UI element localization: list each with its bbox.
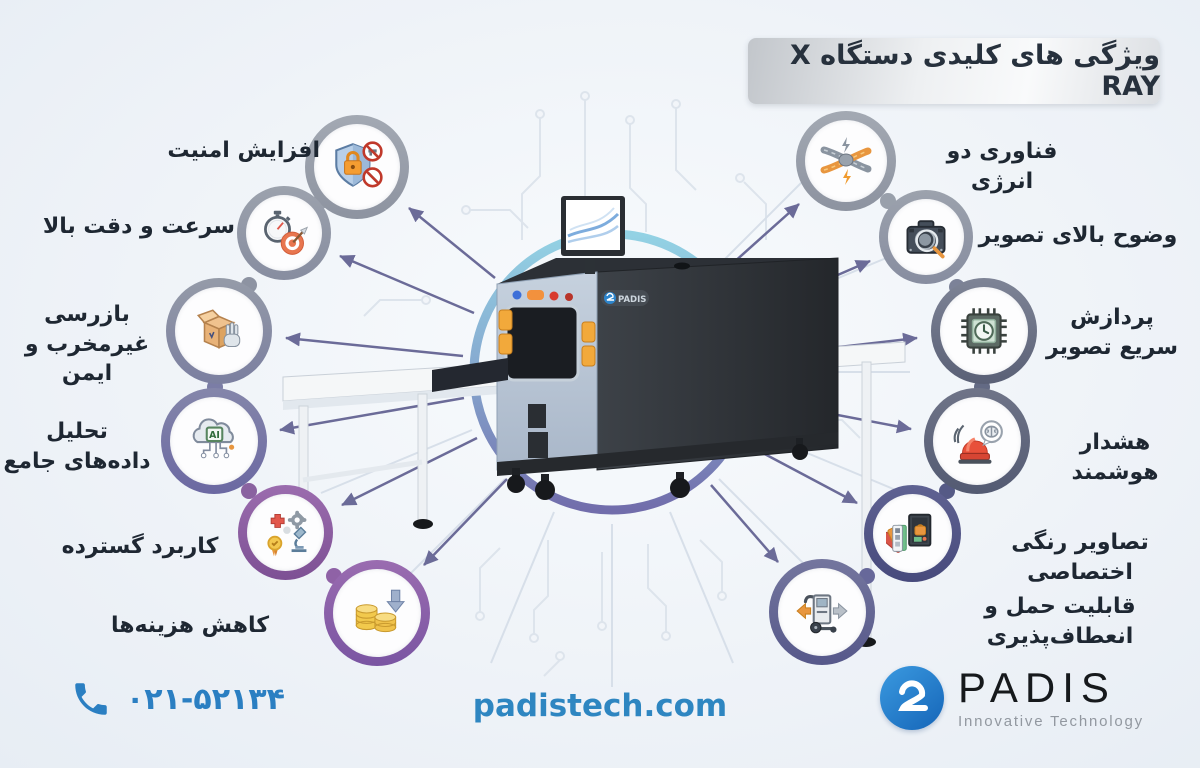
package-inspection-icon (196, 309, 241, 349)
shield-security-icon (335, 141, 383, 188)
title-banner: ویژگی های کلیدی دستگاه X RAY (748, 38, 1160, 104)
brand-tagline: Innovative Technology (958, 712, 1144, 730)
feature-label-clarity: وضوح بالای تصویر (978, 223, 1178, 248)
website-url: padistech.com (472, 688, 728, 724)
color-imaging-icon (885, 513, 931, 553)
brand-logo: PADIS Innovative Technology (880, 666, 1144, 730)
feature-circle-analysis: AI (161, 388, 267, 494)
cost-reduction-icon (355, 589, 406, 633)
feature-label-processing: پردازش سریع تصویر (1046, 305, 1178, 360)
feature-circle-cost (324, 560, 430, 666)
feature-circle-color-imaging (864, 485, 961, 582)
feature-label-analysis: تحلیل داده‌های جامع (3, 419, 151, 474)
feature-label-dual-energy: فناوری دو انرژی (946, 139, 1058, 194)
feature-label-cost: کاهش هزینه‌ها (110, 613, 270, 638)
brand-logo-mark (880, 666, 944, 730)
feature-circle-alert (924, 388, 1030, 494)
feature-label-security: افزایش امنیت (167, 138, 320, 163)
padis-swirl-icon (898, 680, 928, 711)
brand-name: PADIS (958, 664, 1116, 712)
image-clarity-icon (906, 220, 946, 259)
dual-energy-icon (820, 137, 872, 185)
stopwatch-accuracy-icon (264, 210, 309, 255)
page-title: ویژگی های کلیدی دستگاه X RAY (789, 40, 1160, 102)
phone-icon (75, 683, 107, 715)
feature-circle-clarity (879, 190, 973, 284)
feature-circle-speed (237, 186, 331, 280)
feature-circle-portability (769, 559, 875, 665)
chain-connector (241, 483, 257, 499)
portability-icon (796, 594, 848, 634)
feature-label-portability: قابلیت حمل و انعطاف‌پذیری (984, 594, 1136, 649)
feature-label-speed: سرعت و دقت بالا (42, 214, 235, 239)
feature-label-inspection: بازرسی غیرمخرب و ایمن (24, 302, 150, 387)
feature-label-color-imaging: تصاویر رنگی اختصاصی (1011, 530, 1149, 585)
x-ray-machine: PADIS (282, 196, 906, 647)
feature-label-applications: کاربرد گسترده (61, 534, 219, 559)
svg-text:AI: AI (209, 430, 220, 441)
ai-data-analysis-icon: AI (192, 418, 235, 459)
feature-circle-security (305, 115, 409, 219)
feature-circle-inspection (166, 278, 272, 384)
fast-processing-icon (961, 308, 1007, 354)
machine-brand-logo: PADIS (601, 290, 649, 306)
smart-alarm-icon (953, 420, 1003, 464)
wide-application-icon (266, 510, 306, 556)
feature-label-alert: هشدار هوشمند (1071, 430, 1159, 485)
feature-circle-processing (931, 278, 1037, 384)
footer-phone: ۰۲۱-۵۲۱۳۴ (70, 678, 285, 720)
svg-text:PADIS: PADIS (618, 295, 646, 305)
phone-number: ۰۲۱-۵۲۱۳۴ (126, 681, 285, 717)
feature-circle-applications (238, 485, 333, 580)
feature-circle-dual-energy (796, 111, 896, 211)
